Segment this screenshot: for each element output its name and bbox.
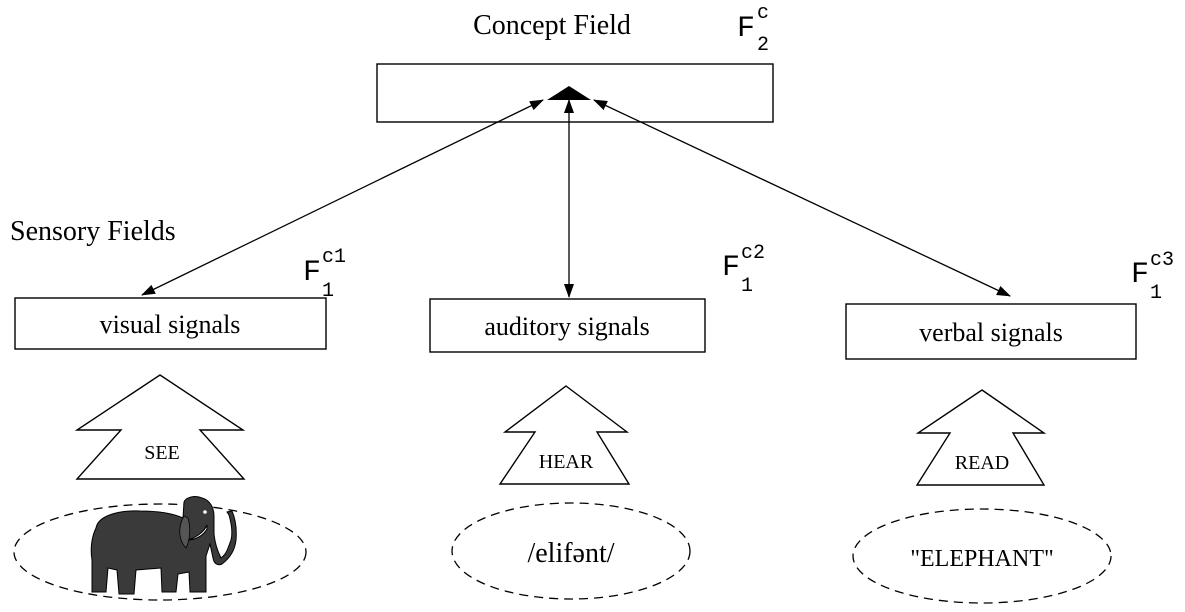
hear-arrow	[498, 385, 631, 485]
symbol-base: F	[722, 251, 740, 285]
hear-label: HEAR	[539, 451, 594, 473]
symbol-base: F	[303, 256, 321, 290]
concept-field-symbol: F c 2	[737, 2, 769, 57]
symbol-sup: c2	[741, 242, 765, 265]
symbol-sub: 1	[1150, 282, 1162, 305]
see-label: SEE	[144, 442, 180, 464]
symbol-sub: 1	[741, 275, 753, 298]
field-visual: F c1 1 visual signals SEE	[13, 246, 346, 601]
visual-stimulus-ellipse	[13, 503, 307, 601]
verbal-stimulus-ellipse	[852, 508, 1112, 604]
verbal-connector	[593, 99, 1011, 297]
auditory-stimulus-text: /elifənt/	[527, 538, 614, 569]
read-arrow	[915, 389, 1047, 486]
visual-signals-box	[14, 297, 327, 350]
verbal-stimulus-text: "ELEPHANT"	[910, 546, 1054, 572]
symbol-sub: 1	[322, 280, 334, 303]
convergence-node	[547, 86, 591, 100]
see-arrow	[74, 374, 246, 480]
visual-connector	[141, 99, 544, 296]
visual-signals-label: visual signals	[100, 310, 241, 339]
concept-field-title: Concept Field	[473, 10, 631, 41]
verbal-signals-box	[845, 303, 1137, 360]
field-auditory: F c2 1 auditory signals HEAR /elifənt/	[429, 242, 765, 600]
symbol-sup: c1	[322, 246, 346, 269]
auditory-signals-box	[429, 298, 706, 353]
verbal-signals-label: verbal signals	[919, 318, 1063, 347]
symbol-sub: 2	[757, 34, 769, 57]
symbol-base: F	[737, 12, 755, 46]
elephant-icon	[90, 496, 237, 595]
symbol-sup: c3	[1150, 249, 1174, 272]
auditory-stimulus-ellipse	[451, 502, 691, 600]
field-verbal: F c3 1 verbal signals READ "ELEPHANT"	[845, 249, 1174, 604]
sensory-fields-title: Sensory Fields	[10, 216, 176, 247]
symbol-base: F	[1131, 258, 1149, 292]
auditory-signals-label: auditory signals	[484, 312, 649, 341]
symbol-sup: c	[757, 2, 769, 25]
read-label: READ	[955, 452, 1009, 474]
